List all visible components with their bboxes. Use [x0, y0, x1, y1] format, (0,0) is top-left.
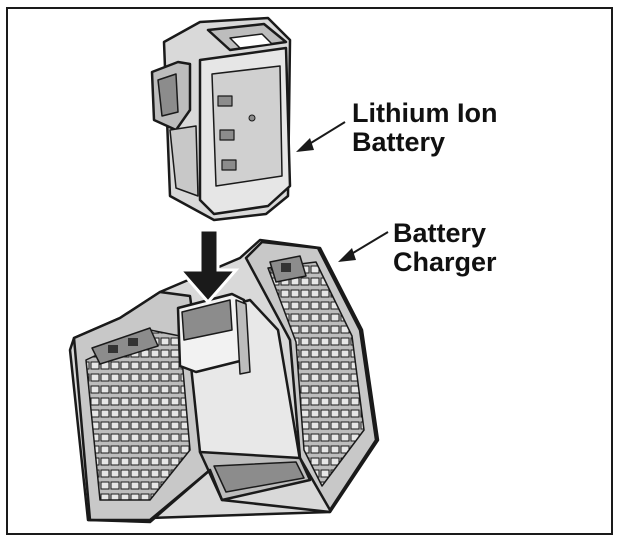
charger-pointer-head: [338, 248, 356, 262]
battery-pointer-head: [296, 138, 314, 152]
charger-pointer-line: [347, 231, 389, 257]
battery-label-line-2: Battery: [352, 127, 446, 157]
battery-label: Lithium Ion Battery: [352, 99, 497, 157]
charger-label-line-2: Charger: [393, 247, 497, 277]
charger-label: Battery Charger: [393, 219, 497, 277]
battery-pointer-line: [305, 121, 346, 147]
charger-label-line-1: Battery: [393, 218, 487, 248]
battery-label-line-1: Lithium Ion: [352, 98, 498, 128]
arrow-down-icon: [176, 228, 240, 305]
lithium-ion-battery-icon: [150, 16, 292, 222]
battery-charger-icon: [68, 238, 380, 524]
label-pointers: [296, 121, 389, 262]
